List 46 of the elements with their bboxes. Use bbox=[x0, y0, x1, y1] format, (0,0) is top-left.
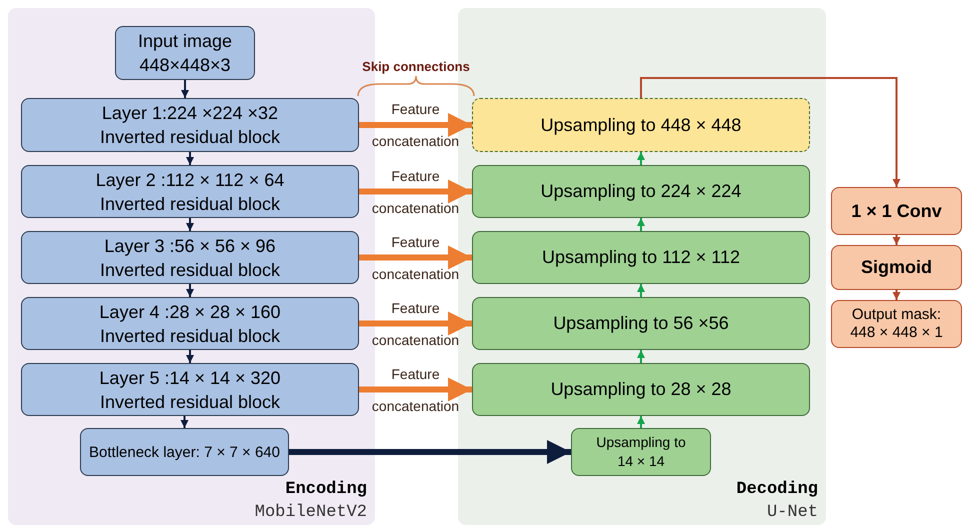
arrow bbox=[359, 180, 472, 204]
decoder-layer-box: Upsampling to 448 × 448 bbox=[472, 98, 810, 152]
arrow bbox=[289, 440, 571, 464]
encoder-layer-box: Layer 3 :56 × 56 × 96 Inverted residual block bbox=[21, 231, 359, 284]
arrow bbox=[359, 246, 472, 270]
panel-subtitle: U-Net bbox=[766, 502, 818, 524]
arrow bbox=[359, 378, 472, 402]
annotation-label: Skip connections bbox=[361, 58, 471, 76]
panel-subtitle: MobileNetV2 bbox=[254, 502, 367, 524]
edge-label: Feature concatenation bbox=[370, 298, 460, 350]
encoder-layer-box: Layer 5 :14 × 14 × 320 Inverted residual block bbox=[21, 363, 359, 416]
arrow bbox=[186, 284, 194, 297]
edge-label: Feature concatenation bbox=[370, 364, 460, 416]
arrow bbox=[186, 350, 194, 363]
arrow bbox=[892, 290, 900, 300]
arrow bbox=[181, 80, 189, 98]
arrow bbox=[892, 235, 900, 245]
decoder-layer-box: Upsampling to 56 ×56 bbox=[472, 297, 810, 350]
decoder-layer-box: Upsampling to 112 × 112 bbox=[472, 231, 810, 284]
arrow bbox=[180, 416, 188, 428]
arrow bbox=[186, 152, 194, 165]
encoder-layer-box: Layer 1:224 ×224 ×32 Inverted residual block bbox=[21, 98, 359, 152]
encoder-layer-box: Input image 448×448×3 bbox=[115, 26, 255, 80]
arrow bbox=[637, 284, 645, 297]
panel-title: Encoding bbox=[285, 479, 367, 501]
encoder-layer-box: Layer 4 :28 × 28 × 160 Inverted residual block bbox=[21, 297, 359, 350]
arrow bbox=[637, 152, 645, 165]
arrow bbox=[186, 218, 194, 231]
edge-label: Feature concatenation bbox=[370, 166, 460, 218]
arrow bbox=[359, 113, 472, 137]
arrow bbox=[640, 77, 900, 187]
decoder-layer-box: Upsampling to 14 × 14 bbox=[571, 428, 711, 476]
output-layer-box: Sigmoid bbox=[831, 245, 962, 290]
output-layer-box: Output mask: 448 × 448 × 1 bbox=[831, 300, 962, 348]
output-layer-box: 1 × 1 Conv bbox=[831, 187, 962, 235]
panel-title: Decoding bbox=[736, 479, 818, 501]
edge-label: Feature concatenation bbox=[370, 100, 460, 151]
arrow bbox=[359, 312, 472, 336]
decoder-layer-box: Upsampling to 224 × 224 bbox=[472, 165, 810, 218]
decoder-layer-box: Upsampling to 28 × 28 bbox=[472, 363, 810, 416]
encoder-layer-box: Bottleneck layer: 7 × 7 × 640 bbox=[80, 428, 289, 476]
edge-label: Feature concatenation bbox=[370, 232, 460, 284]
encoder-layer-box: Layer 2 :112 × 112 × 64 Inverted residual block bbox=[21, 165, 359, 218]
arrow bbox=[637, 416, 645, 428]
arrow bbox=[637, 350, 645, 363]
arrow bbox=[637, 218, 645, 231]
